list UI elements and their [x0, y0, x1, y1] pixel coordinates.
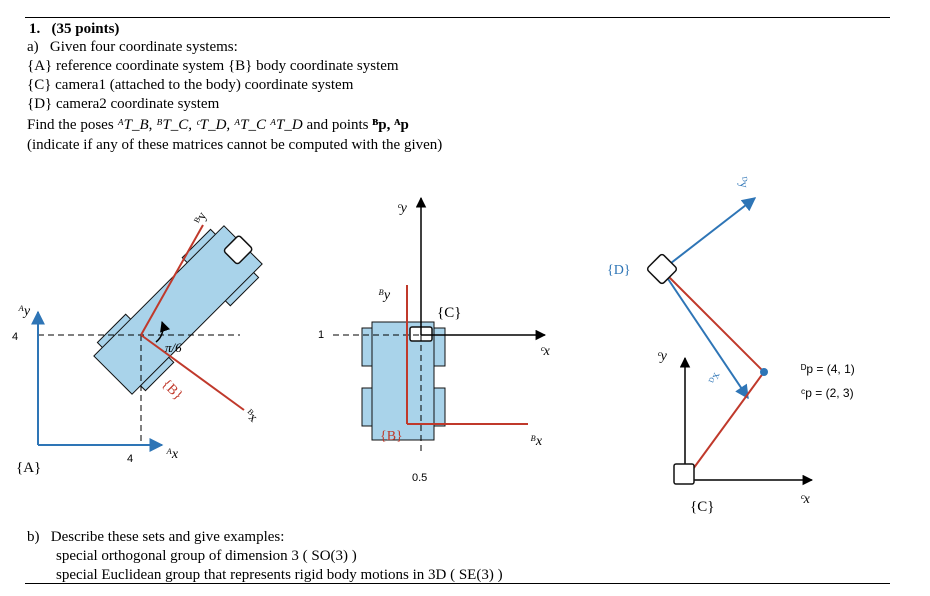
by-axis: [140, 224, 204, 336]
by-label-2: ᴮy: [378, 288, 391, 303]
angle-arc: [155, 321, 171, 343]
bx-label-2: ᴮx: [530, 434, 543, 449]
tick-y-4: 4: [12, 331, 18, 343]
dy-label: ᴰy: [736, 176, 752, 189]
points-list: ᴮp, ᴬp: [372, 117, 409, 133]
bx-axis: [140, 334, 245, 411]
figure-3: {D} ᴰy ᴰx ᶜy ᶜx {C} ᴰp = (4, 1) ᶜp = (2,…: [607, 176, 855, 515]
cy-label-3: ᶜy: [657, 349, 668, 364]
top-rule: [25, 17, 890, 18]
ax-label: ᴬx: [166, 447, 179, 462]
find-poses-line: Find the poses ᴬT_B, ᴮT_C, ᶜT_D, ᴬT_C ᴬT…: [27, 117, 409, 133]
tick-x-4: 4: [127, 453, 133, 465]
bx-label: ᴮx: [242, 406, 261, 425]
dp-label: ᴰp = (4, 1): [801, 362, 855, 376]
frame-b-label-2: {B}: [380, 429, 403, 444]
line-frames-ab: {A} reference coordinate system {B} body…: [27, 58, 399, 74]
dy-axis: [661, 197, 757, 271]
note-line: (indicate if any of these matrices canno…: [27, 137, 443, 153]
frame-d-label: {D}: [607, 263, 631, 278]
bottom-rule: [25, 583, 890, 584]
camera-c-box-3: [673, 463, 695, 485]
part-b-so3: special orthogonal group of dimension 3 …: [56, 548, 357, 564]
point-p: [760, 368, 768, 376]
camera-d-box: [646, 253, 678, 285]
camera-c-box: [223, 235, 253, 265]
poses-list: ᴬT_B, ᴮT_C, ᶜT_D, ᴬT_C ᴬT_D: [117, 117, 303, 133]
frame-c-label: {C}: [437, 305, 461, 321]
tick-x-05: 0.5: [412, 472, 427, 484]
robot-body-1: [93, 225, 263, 395]
cy-label: ᶜy: [397, 201, 408, 216]
wheel: [432, 387, 446, 427]
part-a-heading: a) Given four coordinate systems:: [27, 39, 238, 55]
figure-2: ᶜy ᶜx {C} ᴮy ᴮx {B} 1 0.5: [318, 196, 551, 484]
part-b-heading: b) Describe these sets and give examples…: [27, 529, 285, 545]
cx-label-3: ᶜx: [800, 492, 811, 507]
frame-c-label-3: {C}: [690, 499, 714, 515]
ay-label: ᴬy: [18, 304, 31, 319]
frame-a-label: {A}: [16, 460, 41, 476]
angle-label: π/6: [165, 340, 182, 355]
wheel: [432, 327, 446, 367]
line-frame-c: {C} camera1 (attached to the body) coord…: [27, 77, 354, 93]
cp-label: ᶜp = (2, 3): [801, 386, 854, 400]
tick-y-1: 1: [318, 329, 324, 341]
cx-label: ᶜx: [540, 344, 551, 359]
line-frame-d: {D} camera2 coordinate system: [27, 96, 220, 112]
problem-number: 1. (35 points): [29, 21, 120, 37]
part-b-se3: special Euclidean group that represents …: [56, 567, 503, 583]
dx-axis: [661, 269, 749, 400]
by-label: ᴮy: [191, 209, 210, 227]
d-to-p-vector: [661, 269, 765, 373]
frame-b-label: {B}: [159, 377, 186, 404]
dx-label: ᴰx: [705, 370, 722, 385]
c-to-p-vector: [684, 371, 765, 481]
figure-1: π/6 {B} ᴮy ᴮx ᴬy ᴬx 4 4 {A}: [12, 209, 263, 476]
